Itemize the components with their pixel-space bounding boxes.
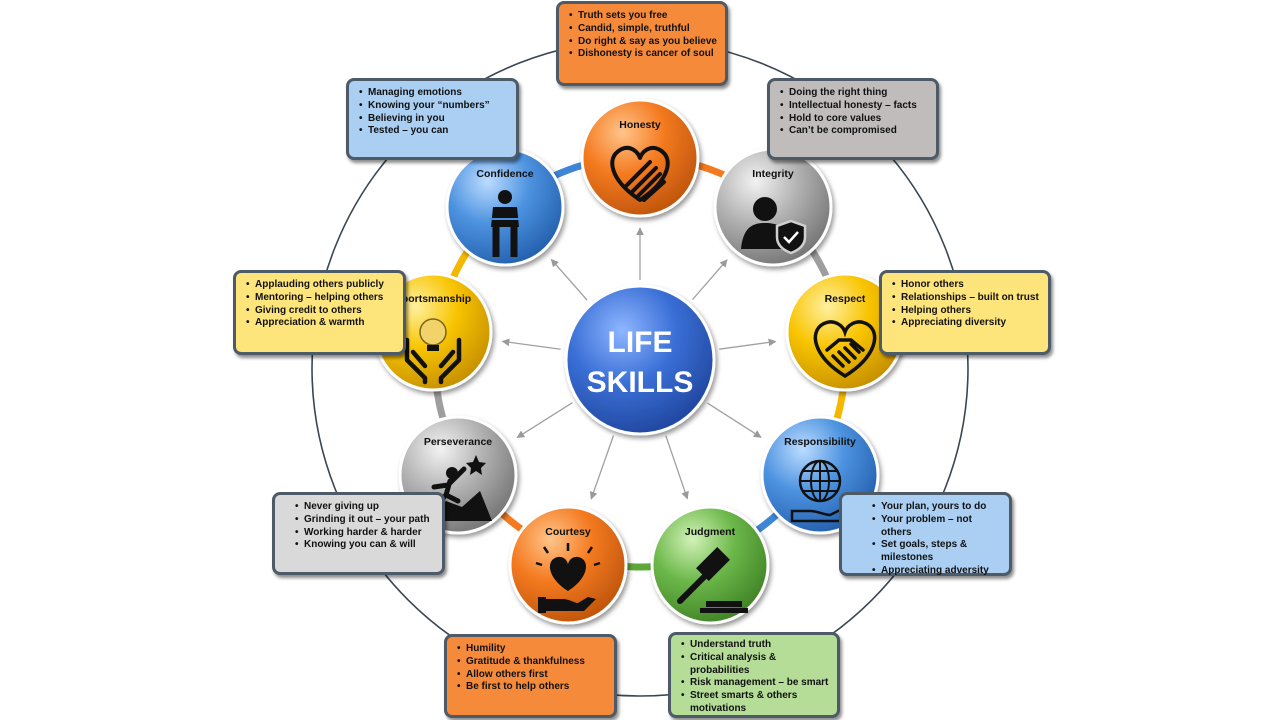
responsibility-box: Your plan, yours to do Your problem – no… bbox=[839, 492, 1012, 578]
confidence-title: Confidence bbox=[476, 168, 533, 180]
responsibility-bullet: Your problem – not others bbox=[872, 514, 1001, 540]
confidence-bullet: Knowing your “numbers” bbox=[359, 100, 508, 113]
center-arrows bbox=[501, 227, 777, 500]
arms-crossed-person-icon bbox=[489, 190, 521, 257]
perseverance-box: Never giving up Grinding it out – your p… bbox=[272, 492, 445, 575]
confidence-bullet: Believing in you bbox=[359, 113, 508, 126]
courtesy-title: Courtesy bbox=[545, 526, 591, 538]
person-shield-icon bbox=[741, 197, 807, 255]
center-arrow bbox=[719, 338, 777, 350]
integrity-title: Integrity bbox=[752, 168, 794, 180]
center-title-line1: LIFE bbox=[608, 326, 673, 359]
confidence-bullet: Managing emotions bbox=[359, 87, 508, 100]
responsibility-bullet: Your plan, yours to do bbox=[872, 501, 1001, 514]
courtesy-box: Humility Gratitude & thankfulness Allow … bbox=[444, 634, 617, 718]
heart-in-hand-icon bbox=[535, 543, 601, 613]
confidence-node: Confidence bbox=[445, 147, 565, 267]
honesty-bullet: Dishonesty is cancer of soul bbox=[569, 48, 717, 61]
sportsmanship-title: Sportsmanship bbox=[395, 293, 471, 305]
sportsmanship-bullet: Giving credit to others bbox=[246, 305, 395, 318]
center-arrow bbox=[550, 258, 588, 301]
judgment-bullet: Street smarts & others motivations bbox=[681, 690, 829, 716]
confidence-box: Managing emotions Knowing your “numbers”… bbox=[346, 78, 519, 160]
responsibility-title: Responsibility bbox=[784, 436, 856, 448]
respect-bullet: Helping others bbox=[892, 305, 1040, 318]
integrity-box: Doing the right thing Intellectual hones… bbox=[767, 78, 939, 160]
handshake-heart-icon bbox=[813, 320, 877, 379]
courtesy-bullet: Allow others first bbox=[457, 669, 606, 682]
center-arrow bbox=[665, 435, 689, 500]
perseverance-bullet: Working harder & harder bbox=[295, 527, 434, 540]
courtesy-node: Courtesy bbox=[508, 505, 628, 625]
perseverance-bullet: Never giving up bbox=[295, 501, 434, 514]
confidence-bullet: Tested – you can bbox=[359, 125, 508, 138]
integrity-bullet: Doing the right thing bbox=[780, 87, 928, 100]
honesty-node: Honesty bbox=[580, 98, 700, 218]
honesty-bullet: Candid, simple, truthful bbox=[569, 23, 717, 36]
responsibility-bullet: Appreciating adversity bbox=[872, 565, 1001, 578]
honesty-bullet: Do right & say as you believe bbox=[569, 36, 717, 49]
integrity-bullet: Intellectual honesty – facts bbox=[780, 100, 928, 113]
sportsmanship-box: Applauding others publicly Mentoring – h… bbox=[233, 270, 406, 355]
perseverance-bullet: Grinding it out – your path bbox=[295, 514, 434, 527]
honesty-bullet: Truth sets you free bbox=[569, 10, 717, 23]
respect-box: Honor others Relationships – built on tr… bbox=[879, 270, 1051, 355]
center-circle: LIFE SKILLS bbox=[564, 284, 716, 436]
heart-hand-icon bbox=[610, 145, 670, 202]
judgment-bullet: Critical analysis & probabilities bbox=[681, 652, 829, 678]
judgment-bullet: Understand truth bbox=[681, 639, 829, 652]
courtesy-bullet: Humility bbox=[457, 643, 606, 656]
respect-title: Respect bbox=[825, 293, 866, 305]
courtesy-bullet: Gratitude & thankfulness bbox=[457, 656, 606, 669]
judgment-title: Judgment bbox=[685, 526, 736, 538]
sportsmanship-bullet: Appreciation & warmth bbox=[246, 317, 395, 330]
trophy-hands-icon bbox=[404, 318, 462, 385]
responsibility-bullet: Set goals, steps & milestones bbox=[872, 539, 1001, 565]
perseverance-bullet: Knowing you can & will bbox=[295, 539, 434, 552]
honesty-title: Honesty bbox=[619, 119, 661, 131]
integrity-node: Integrity bbox=[713, 147, 833, 267]
integrity-bullet: Can’t be compromised bbox=[780, 125, 928, 138]
center-arrow bbox=[589, 435, 615, 500]
judgment-bullet: Risk management – be smart bbox=[681, 677, 829, 690]
respect-bullet: Honor others bbox=[892, 279, 1040, 292]
judgment-node: Judgment bbox=[650, 505, 770, 625]
center-title-line2: SKILLS bbox=[587, 366, 694, 399]
honesty-box: Truth sets you free Candid, simple, trut… bbox=[556, 1, 728, 86]
center-arrow bbox=[707, 402, 762, 438]
center-arrow bbox=[691, 259, 728, 301]
gavel-icon bbox=[677, 547, 748, 613]
center-arrow bbox=[516, 402, 573, 439]
center-arrow bbox=[501, 338, 561, 350]
perseverance-title: Perseverance bbox=[424, 436, 492, 448]
sportsmanship-bullet: Mentoring – helping others bbox=[246, 292, 395, 305]
courtesy-bullet: Be first to help others bbox=[457, 681, 606, 694]
respect-bullet: Appreciating diversity bbox=[892, 317, 1040, 330]
integrity-bullet: Hold to core values bbox=[780, 113, 928, 126]
judgment-box: Understand truth Critical analysis & pro… bbox=[668, 632, 840, 718]
sportsmanship-bullet: Applauding others publicly bbox=[246, 279, 395, 292]
respect-bullet: Relationships – built on trust bbox=[892, 292, 1040, 305]
